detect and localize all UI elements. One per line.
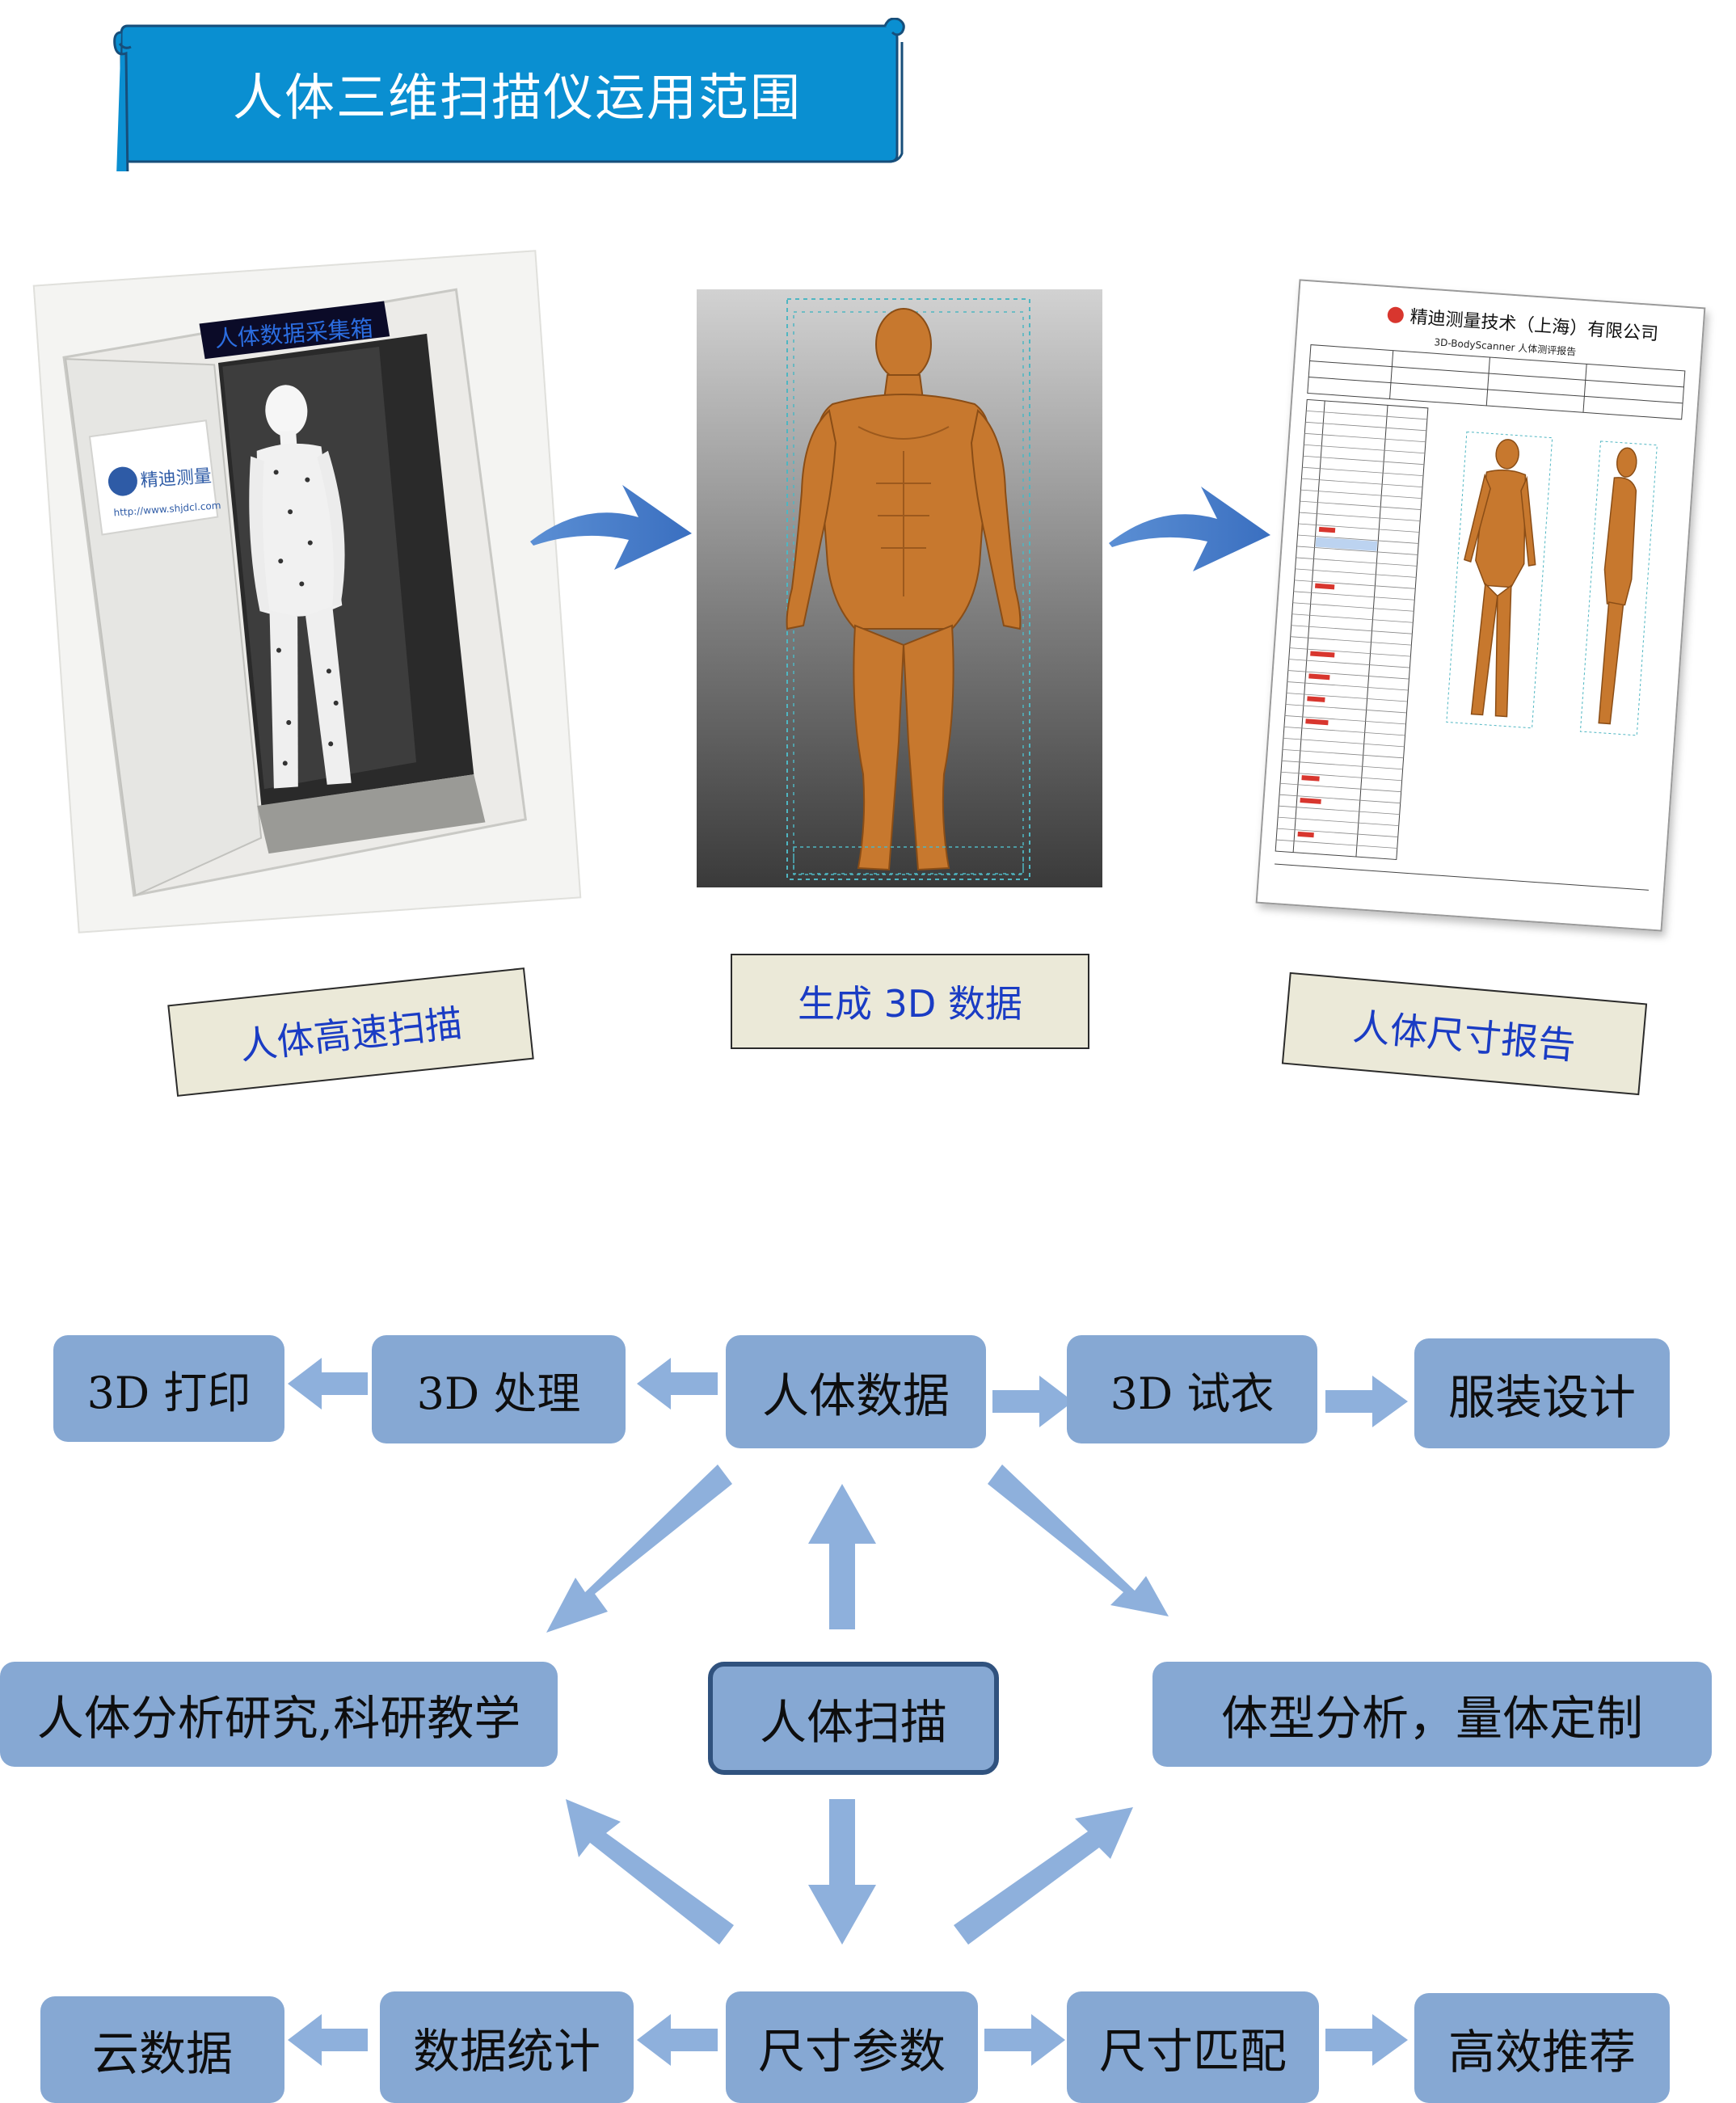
node-size-parameters: 尺寸参数 xyxy=(726,1991,978,2103)
arrow-right-body-to-tryon-icon xyxy=(992,1376,1073,1427)
node-size-matching: 尺寸匹配 xyxy=(1067,1991,1319,2103)
arrow-left-body-to-process-icon xyxy=(637,1358,718,1410)
arrow-left-params-to-stats-icon xyxy=(637,2014,718,2066)
node-data-statistics: 数据统计 xyxy=(380,1991,634,2103)
arrow-diag-from-params-to-custom-icon xyxy=(954,1807,1133,1945)
node-cloud-data: 云数据 xyxy=(40,1996,284,2103)
arrow-down-center-to-params-icon xyxy=(808,1799,876,1945)
arrow-up-center-to-body-icon xyxy=(808,1484,876,1629)
caption-high-speed-scan: 人体高速扫描 xyxy=(167,967,534,1097)
3d-body-render xyxy=(697,289,1102,887)
node-efficient-recommend: 高效推荐 xyxy=(1414,1993,1670,2103)
node-body-data: 人体数据 xyxy=(726,1335,986,1448)
node-research-education: 人体分析研究,科研教学 xyxy=(0,1662,558,1767)
node-shape-analysis-custom: 体型分析，量体定制 xyxy=(1152,1662,1712,1767)
node-3d-process: 3D 处理 xyxy=(372,1335,626,1443)
caption-size-report: 人体尺寸报告 xyxy=(1281,971,1648,1096)
arrow-right-params-to-match-icon xyxy=(984,2014,1065,2066)
size-report-document: 精迪测量技术（上海）有限公司 3D-BodyScanner 人体测评报告 xyxy=(1255,279,1706,932)
arrow-left-process-to-print-icon xyxy=(288,1358,368,1410)
node-3d-print: 3D 打印 xyxy=(53,1335,284,1442)
title-banner xyxy=(113,18,905,171)
node-body-scanning: 人体扫描 xyxy=(708,1662,999,1775)
arrow-right-tryon-to-fashion-icon xyxy=(1325,1376,1408,1427)
node-fashion-design: 服装设计 xyxy=(1414,1338,1670,1448)
caption-generate-3d-data: 生成 3D 数据 xyxy=(731,954,1089,1049)
page-title: 人体三维扫描仪运用范围 xyxy=(232,68,802,127)
scanning-booth-photo: 人体数据采集箱 精迪测量 http://www.shjdcl.com xyxy=(32,250,582,933)
curved-arrow-2-icon xyxy=(1109,487,1270,571)
arrow-diag-to-custom-icon xyxy=(988,1465,1169,1616)
arrow-right-match-to-recommend-icon xyxy=(1325,2014,1408,2066)
arrow-left-stats-to-cloud-icon xyxy=(288,2014,368,2066)
booth-logo-text: 精迪测量 xyxy=(140,466,213,491)
node-3d-try-on: 3D 试衣 xyxy=(1067,1335,1317,1443)
arrow-diag-from-params-to-research-icon xyxy=(566,1799,734,1945)
arrow-diag-to-research-icon xyxy=(546,1465,732,1633)
